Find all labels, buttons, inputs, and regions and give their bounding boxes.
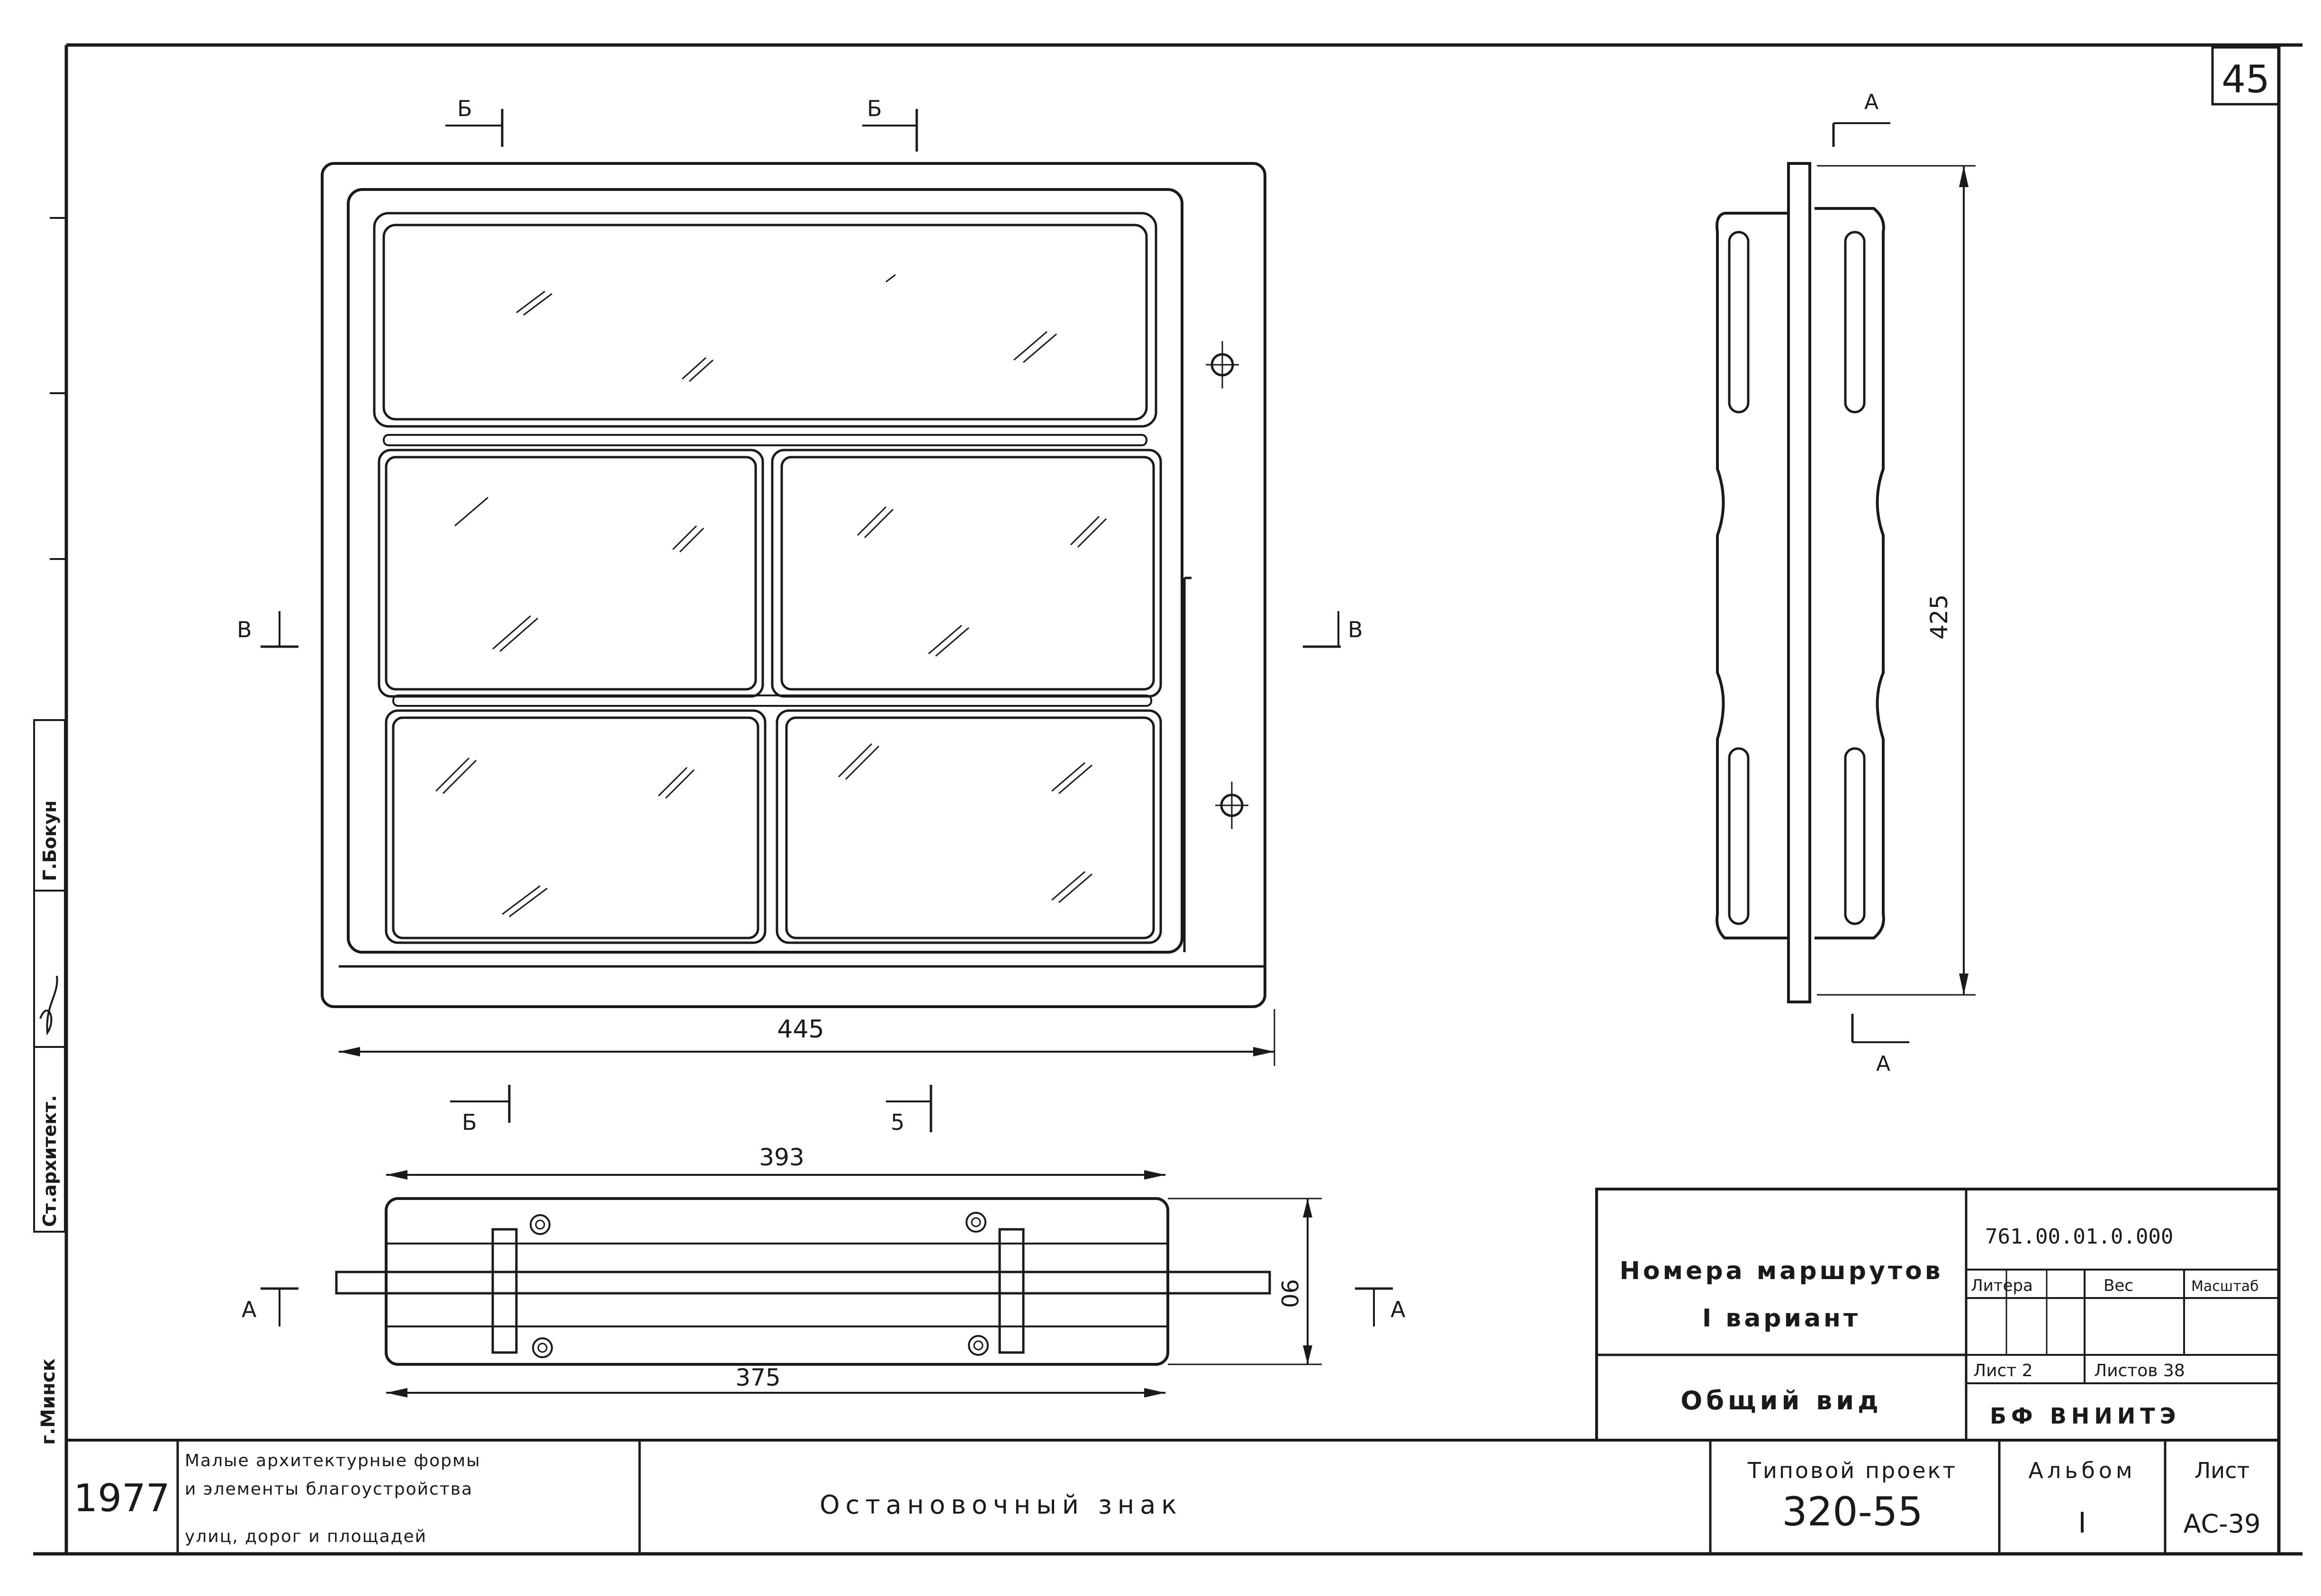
- front-view: 445 Б Б В В: [237, 96, 1363, 1066]
- svg-text:А: А: [1391, 1297, 1406, 1322]
- sheet-number: 45: [2222, 57, 2270, 101]
- sheet-number-box: [2211, 46, 2280, 106]
- dimension-length-top: 393: [386, 1144, 1165, 1180]
- svg-text:А: А: [1876, 1052, 1890, 1076]
- list-number: АС-39: [2184, 1509, 2261, 1539]
- bottom-title-strip: 1977 Малые архитектурные формы и элемент…: [66, 1439, 2279, 1554]
- glass-pane-middle-left: [385, 456, 757, 691]
- title-block-variant: I вариант: [1702, 1304, 1860, 1333]
- dimension-height: 425: [1817, 165, 1976, 996]
- glass-pane-bottom-right: [785, 716, 1155, 939]
- sheets-count-label: Листов 38: [2094, 1361, 2185, 1380]
- section-marker-a-plan-left: А: [242, 1287, 298, 1326]
- svg-text:Б: Б: [457, 96, 472, 121]
- object-name: Остановочный знак: [820, 1490, 1183, 1520]
- dimension-length-bottom: 375: [386, 1364, 1165, 1398]
- side-panel-name: Г.Бокун: [39, 800, 60, 881]
- sheet-label: Лист 2: [1973, 1361, 2033, 1380]
- year: 1977: [73, 1476, 170, 1520]
- list-label: Лист: [2195, 1458, 2250, 1483]
- bolt-icon: [966, 1212, 986, 1233]
- title-block-name: Номера маршрутов: [1619, 1257, 1943, 1285]
- side-view: А А 425: [1716, 90, 1976, 1076]
- side-panel-box: [33, 719, 66, 1233]
- svg-text:В: В: [237, 617, 252, 642]
- side-view-right-profile: [1815, 207, 1885, 939]
- svg-text:5: 5: [891, 1109, 904, 1135]
- svg-text:Б: Б: [867, 96, 882, 121]
- bolt-icon: [532, 1337, 553, 1358]
- dimension-width-label: 445: [777, 1015, 824, 1044]
- front-view-outer-frame: [321, 162, 1266, 1008]
- litera-label: Литера: [1971, 1276, 2033, 1295]
- series-line-3: улиц, дорог и площадей: [185, 1527, 427, 1546]
- side-panel-city: г.Минск: [37, 1359, 59, 1445]
- weight-label: Вес: [2104, 1276, 2133, 1295]
- dimension-height-label: 425: [1925, 595, 1953, 640]
- dimension-length-top-label: 393: [759, 1144, 804, 1171]
- section-marker-a-plan-right: А: [1355, 1287, 1406, 1326]
- organization: БФ ВНИИТЭ: [1990, 1403, 2180, 1429]
- series-line-2: и элементы благоустройства: [185, 1479, 473, 1499]
- glass-pane-bottom-left: [392, 716, 759, 939]
- mounting-hole-icon: [1206, 341, 1239, 388]
- dimension-length-bottom-label: 375: [735, 1364, 780, 1391]
- album-label: Альбом: [2028, 1458, 2136, 1483]
- scale-label: Масштаб: [2191, 1278, 2259, 1295]
- route-number-pane-top-outer: [373, 212, 1157, 428]
- plan-view-body: [385, 1197, 1169, 1366]
- section-marker-b-left: Б: [445, 96, 504, 147]
- section-marker-v-left: В: [237, 611, 298, 648]
- title-block-view: Общий вид: [1680, 1386, 1882, 1416]
- signature-mark: [39, 975, 58, 1036]
- plan-view-post: [335, 1271, 1271, 1295]
- glass-hatch-marks: [435, 274, 1107, 918]
- title-block: Номера маршрутов I вариант Общий вид 761…: [1595, 1188, 2280, 1442]
- section-marker-b-right: Б: [862, 96, 918, 152]
- dimension-width: 445: [339, 1009, 1275, 1066]
- section-marker-v-right: В: [1303, 611, 1363, 648]
- side-panel-role: Ст.архитект.: [39, 1095, 60, 1227]
- front-view-inner-frame: [347, 188, 1183, 954]
- project-number: 320-55: [1782, 1488, 1923, 1535]
- plan-view: 393 375 90 Б 5 А: [242, 1085, 1406, 1398]
- glass-pane-top: [382, 224, 1148, 421]
- project-label: Типовой проект: [1747, 1458, 1957, 1483]
- bolt-icon: [968, 1335, 989, 1356]
- drawing-code: 761.00.01.0.000: [1985, 1225, 2173, 1249]
- series-line-1: Малые архитектурные формы: [185, 1451, 481, 1470]
- mounting-hole-icon: [1215, 782, 1248, 829]
- svg-text:В: В: [1348, 617, 1363, 642]
- side-view-post: [1787, 162, 1811, 1003]
- section-marker-b-plan-left: Б: [450, 1085, 511, 1135]
- dimension-depth: 90: [1168, 1198, 1322, 1365]
- section-marker-b-plan-right: 5: [886, 1085, 932, 1135]
- svg-text:А: А: [1864, 90, 1878, 114]
- svg-text:А: А: [242, 1297, 257, 1322]
- side-view-left-profile: [1716, 212, 1790, 939]
- dimension-depth-label: 90: [1276, 1279, 1302, 1308]
- svg-text:Б: Б: [462, 1109, 477, 1135]
- bolt-icon: [530, 1214, 551, 1235]
- side-panel: Ст.архитект. Г.Бокун г.Минск: [33, 217, 66, 1445]
- glass-pane-middle-right: [780, 456, 1155, 691]
- album-number: I: [2078, 1506, 2086, 1540]
